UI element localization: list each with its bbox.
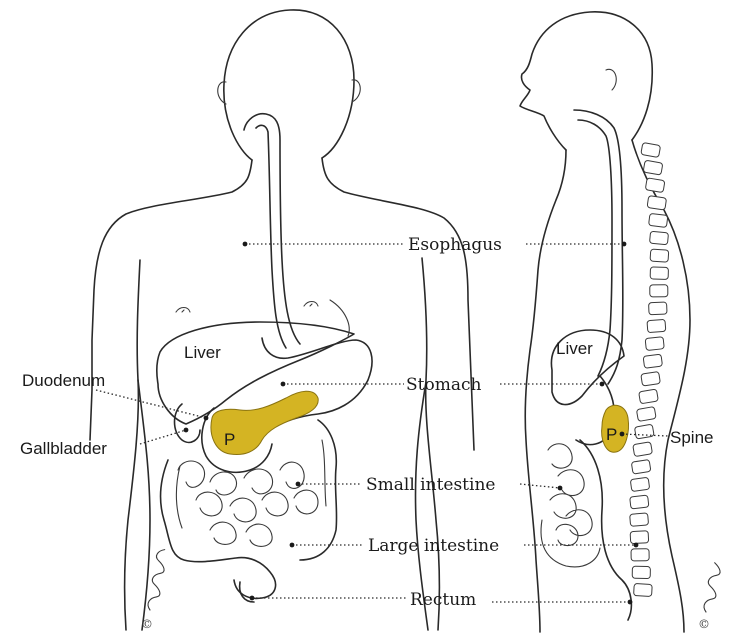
front-nipple-right xyxy=(304,302,318,307)
front-large-intestine-inner xyxy=(176,440,326,528)
leader-dot-small-intestine-side xyxy=(558,486,563,491)
vertebra xyxy=(650,285,668,297)
vertebra xyxy=(630,477,649,491)
artist-signature-front xyxy=(147,548,168,611)
artist-signature-side xyxy=(703,562,721,613)
side-esophagus-inner xyxy=(578,120,612,376)
label-rectum: Rectum xyxy=(410,590,476,610)
vertebra xyxy=(645,178,665,193)
front-waist-left xyxy=(138,380,150,630)
front-liver xyxy=(157,322,354,424)
front-body-outline-right xyxy=(322,158,474,450)
label-stomach: Stomach xyxy=(406,375,481,395)
vertebra xyxy=(643,354,662,368)
leader-duodenum xyxy=(96,390,206,418)
copyright-symbol-front: © xyxy=(141,617,153,631)
vertebra xyxy=(647,196,667,210)
leader-small-intestine-side xyxy=(520,484,560,488)
leader-dot-small-intestine-front xyxy=(296,482,301,487)
front-arm-inner-right xyxy=(422,258,439,630)
vertebra xyxy=(639,389,659,404)
vertebra xyxy=(633,442,653,457)
label-esophagus: Esophagus xyxy=(408,235,502,255)
side-front-outline xyxy=(525,150,566,632)
leader-dot-stomach-side xyxy=(600,382,605,387)
vertebra xyxy=(630,495,649,509)
side-small-intestine xyxy=(548,444,592,546)
vertebra xyxy=(630,513,649,526)
front-large-intestine xyxy=(161,460,276,598)
vertebra xyxy=(649,231,668,245)
side-spine-vertebrae xyxy=(630,143,669,597)
front-arm-inner-left xyxy=(125,260,140,630)
label-spine: Spine xyxy=(670,428,713,447)
leader-dot-large-intestine-front xyxy=(290,543,295,548)
vertebra xyxy=(630,531,649,544)
vertebra xyxy=(641,143,661,158)
vertebra xyxy=(634,424,654,439)
label-liver-front: Liver xyxy=(184,343,221,362)
side-ear xyxy=(606,69,616,90)
label-pancreas-side: P xyxy=(606,425,617,444)
vertebra xyxy=(636,407,656,422)
side-large-intestine xyxy=(580,440,631,620)
side-head-outline xyxy=(520,12,652,150)
label-gallbladder: Gallbladder xyxy=(20,439,107,458)
leader-dot-esophagus-side xyxy=(622,242,627,247)
vertebra xyxy=(641,372,661,387)
vertebra xyxy=(643,160,663,175)
vertebra xyxy=(645,337,664,351)
vertebra xyxy=(649,302,667,315)
leader-dot-rectum-front xyxy=(250,596,255,601)
vertebra xyxy=(649,213,668,227)
label-large-intestine: Large intestine xyxy=(368,536,499,556)
leader-dot-stomach-front xyxy=(281,382,286,387)
leader-dot-duodenum xyxy=(204,416,209,421)
label-duodenum: Duodenum xyxy=(22,371,105,390)
label-pancreas-front: P xyxy=(224,430,235,449)
vertebra xyxy=(631,459,651,474)
copyright-symbol-side: © xyxy=(698,617,710,631)
vertebra xyxy=(632,566,650,578)
front-small-intestine xyxy=(178,461,318,546)
side-large-intestine-inner xyxy=(541,520,600,567)
front-esophagus xyxy=(244,114,300,344)
front-nipple-left xyxy=(176,308,190,313)
label-liver-side: Liver xyxy=(556,339,593,358)
label-small-intestine: Small intestine xyxy=(366,475,495,495)
vertebra xyxy=(650,267,668,279)
vertebra xyxy=(634,584,653,597)
leader-dot-esophagus-front xyxy=(243,242,248,247)
leader-dot-gallbladder xyxy=(184,428,189,433)
leader-dot-rectum-side xyxy=(628,600,633,605)
vertebra xyxy=(647,319,666,332)
leader-dot-large-intestine-side xyxy=(634,543,639,548)
vertebra xyxy=(631,549,649,561)
front-head-outline xyxy=(224,10,354,160)
vertebra xyxy=(650,249,669,262)
leader-dot-spine xyxy=(620,432,625,437)
